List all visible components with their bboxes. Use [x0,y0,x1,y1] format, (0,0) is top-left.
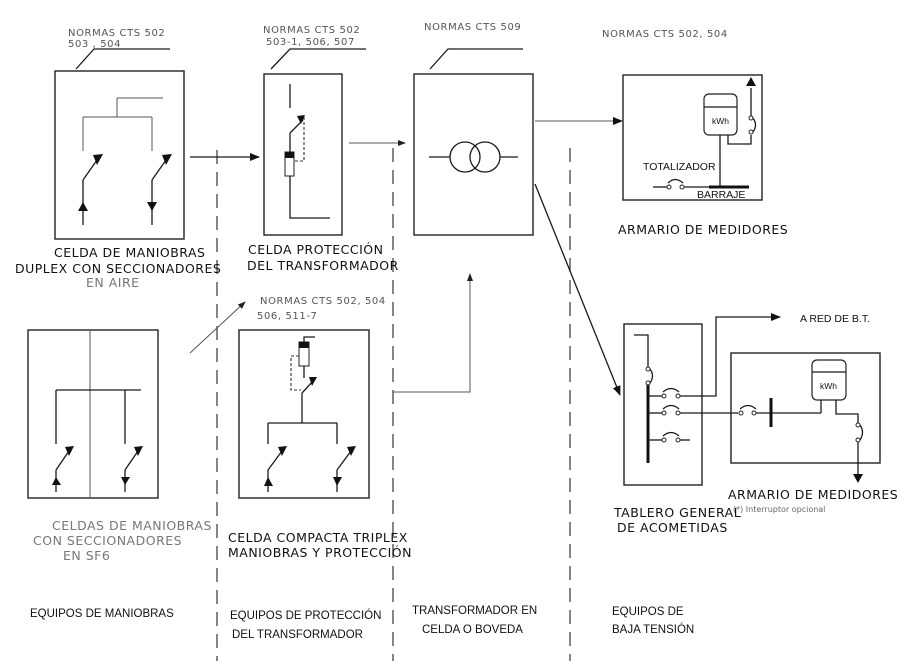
cell-enclosure [238,329,370,499]
caption-duplex-sub: EN AIRE [86,275,140,290]
arrow-down-icon [853,474,863,483]
arrow-up-icon [746,77,756,86]
energy-meter-icon: kWh [703,93,738,136]
cell-transformer-protection: NORMAS CTS 502 503-1, 506, 507 CELDA PRO… [247,25,399,273]
caption-protection-line1: CELDA PROTECCIÓN [248,242,383,257]
norms-cell2-line1: NORMAS CTS 502 [263,25,360,36]
flow-arrow [393,273,473,393]
meter-cabinet-bottom: kWh [730,352,881,483]
leader-line [429,48,523,70]
cell-compact-triplex: NORMAS CTS 502, 504 506, 511-7 C [228,296,412,560]
disconnector-switch-icon [147,154,172,225]
section-label-lv-line1: EQUIPOS DE [612,606,684,618]
caption-meter-cabinet-bottom: ARMARIO DE MEDIDORES [728,487,898,502]
flow-arrow [189,301,246,354]
section-label-protection-line2: DEL TRANSFORMADOR [232,629,363,641]
disconnector-switch-icon [52,446,74,492]
caption-sf6-line1: CELDAS DE MANIOBRAS [52,518,212,533]
disconnector-switch-icon [78,154,103,225]
caption-sf6-line2: CON SECCIONADORES [33,533,182,548]
section-label-transformer-line2: CELDA O BOVEDA [422,624,523,636]
cabinet-enclosure [730,352,881,464]
transformer-icon [429,141,518,173]
section-label-protection-line1: EQUIPOS DE PROTECCIÓN [230,609,381,622]
disconnector-switch-icon [121,446,143,492]
cells-sf6: CELDAS DE MANIOBRAS CON SECCIONADORES EN… [27,329,212,563]
optional-breaker-note: (*) Interruptor opcional [733,505,825,514]
breaker-icon [648,387,681,399]
section-label-lv-line2: BAJA TENSIÓN [612,623,694,636]
section-label-switching: EQUIPOS DE MANIOBRAS [30,608,174,620]
caption-duplex-line2: DUPLEX CON SECCIONADORES [15,261,221,276]
switch-fuse-icon [290,336,317,394]
meter-cabinet-top: NORMAS CTS 502, 504 kWh TOTALIZADOR BARR… [602,29,763,201]
breaker-icon [648,431,690,443]
breaker-icon [645,366,654,386]
cell-enclosure [263,73,343,236]
norms-compact-line2: 506, 511-7 [257,311,318,322]
disconnector-switch-icon [264,446,287,492]
general-distribution-board: TABLERO GENERAL DE ACOMETIDAS [613,313,781,535]
norms-compact-line1: NORMAS CTS 502, 504 [260,296,386,307]
transformer-cell: NORMAS CTS 509 [413,22,534,236]
breaker-icon [648,404,681,416]
norms-cell1-line1: NORMAS CTS 502 [68,28,165,39]
caption-board-line1: TABLERO GENERAL [613,505,741,520]
cell-enclosure [27,329,159,499]
norms-meter-cabinet: NORMAS CTS 502, 504 [602,29,728,40]
flow-arrow [534,183,621,396]
caption-board-line2: DE ACOMETIDAS [617,520,728,535]
breaker-icon [738,404,757,416]
switch-fuse-icon [284,115,305,177]
breaker-icon [855,422,864,443]
to-network-label: A RED DE B.T. [800,313,870,325]
cell-duplex-air: NORMAS CTS 502 503 , 504 CELDA DE MANIOB… [15,28,221,290]
board-enclosure [623,323,703,486]
breaker-icon [748,115,757,135]
meter-kwh-label: kWh [712,116,729,126]
disconnector-switch-icon [333,446,356,492]
cell-enclosure [413,73,534,236]
norms-cell1-line2: 503 , 504 [68,39,121,50]
caption-compact-line2: MANIOBRAS Y PROTECCIÓN [228,545,412,560]
busbar-label: BARRAJE [697,189,745,201]
cell-enclosure [54,70,185,240]
norms-cell2-line2: 503-1, 506, 507 [266,37,355,48]
caption-protection-line2: DEL TRANSFORMADOR [247,258,399,273]
section-label-transformer-line1: TRANSFORMADOR EN [412,605,537,617]
feeder-arrow [680,313,781,397]
caption-duplex-line1: CELDA DE MANIOBRAS [54,245,205,260]
caption-meter-cabinet-top: ARMARIO DE MEDIDORES [618,222,788,237]
caption-sf6-line3: EN SF6 [63,548,110,563]
totalizer-switch-icon [653,178,709,190]
leader-line [75,48,170,70]
totalizer-label: TOTALIZADOR [643,161,716,173]
cabinet-enclosure [622,74,763,201]
leader-line [270,48,366,70]
caption-compact-line1: CELDA COMPACTA TRIPLEX [228,530,408,545]
energy-meter-icon: kWh [811,359,847,401]
norms-transformer: NORMAS CTS 509 [424,22,521,33]
meter-kwh-label: kWh [820,381,837,391]
